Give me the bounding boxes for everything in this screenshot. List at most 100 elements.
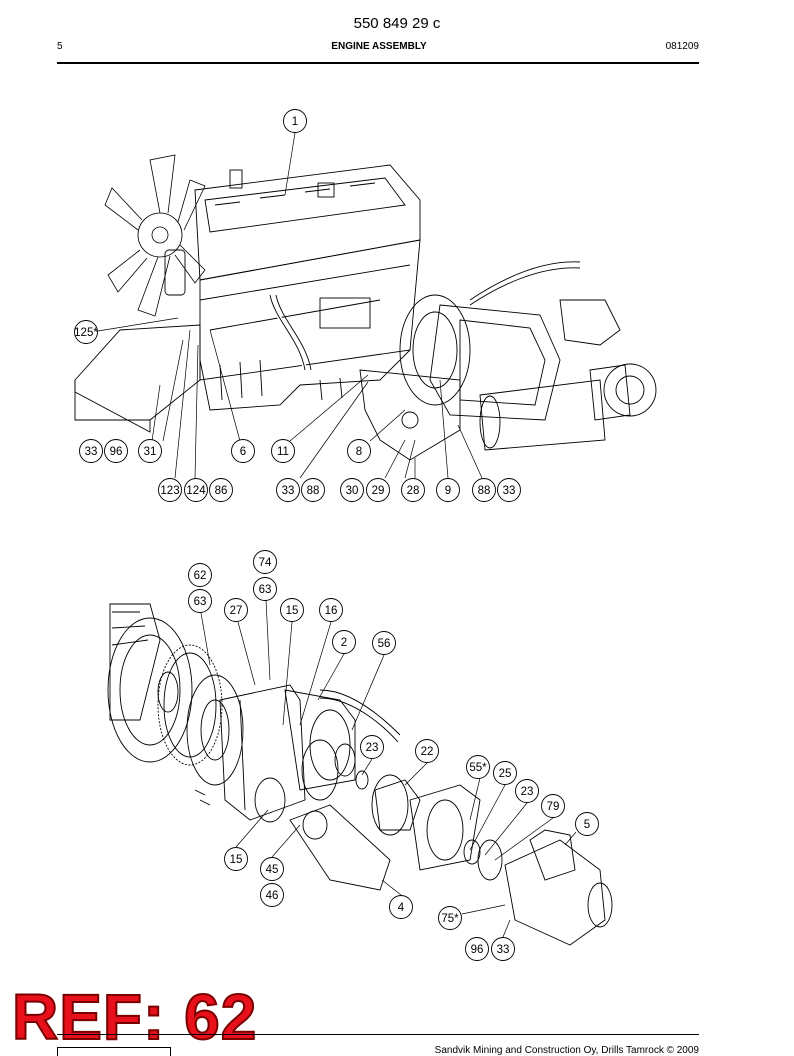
svg-text:15: 15: [286, 605, 299, 617]
document-number: 550 849 29 c: [353, 15, 441, 32]
svg-text:74: 74: [259, 557, 272, 569]
callout-31: 31: [138, 439, 162, 463]
callout-15-b: 15: [224, 847, 248, 871]
fan: [104, 154, 206, 317]
top-leader-lines: [97, 132, 483, 479]
callout-56: 56: [372, 631, 396, 655]
engine-illustration: [74, 154, 657, 461]
svg-text:27: 27: [230, 605, 243, 617]
svg-text:86: 86: [215, 485, 228, 497]
callout-28: 28: [401, 478, 425, 502]
page-title: ENGINE ASSEMBLY: [331, 41, 427, 52]
svg-text:88: 88: [478, 485, 491, 497]
callout-23-b: 23: [515, 779, 539, 803]
svg-text:33: 33: [503, 485, 516, 497]
callout-124: 124: [184, 478, 208, 502]
callout-9: 9: [436, 478, 460, 502]
callout-15-a: 15: [280, 598, 304, 622]
brand-logo: [57, 1047, 171, 1056]
svg-text:46: 46: [266, 890, 279, 902]
callout-88-b: 88: [472, 478, 496, 502]
svg-text:31: 31: [144, 446, 157, 458]
callout-8: 8: [347, 439, 371, 463]
callout-88-a: 88: [301, 478, 325, 502]
svg-text:23: 23: [521, 786, 534, 798]
callout-22: 22: [415, 739, 439, 763]
svg-text:2: 2: [341, 637, 347, 649]
svg-text:125*: 125*: [74, 327, 98, 339]
page-number: 5: [57, 41, 63, 52]
svg-text:123: 123: [160, 485, 179, 497]
svg-text:88: 88: [307, 485, 320, 497]
callout-25: 25: [493, 761, 517, 785]
callout-74: 74: [253, 550, 277, 574]
bottom-callouts: 74 62 63 63 27 15 16 2 56 23 22 55* 25 2…: [188, 550, 599, 961]
callout-16: 16: [319, 598, 343, 622]
svg-text:96: 96: [471, 944, 484, 956]
header-divider: [57, 62, 699, 64]
callout-96: 96: [104, 439, 128, 463]
svg-text:33: 33: [282, 485, 295, 497]
svg-text:30: 30: [346, 485, 359, 497]
callout-33-c: 33: [497, 478, 521, 502]
callout-86: 86: [209, 478, 233, 502]
callout-96-b: 96: [465, 937, 489, 961]
callout-33-a: 33: [79, 439, 103, 463]
callout-33-d: 33: [491, 937, 515, 961]
svg-text:6: 6: [240, 446, 246, 458]
callout-4: 4: [389, 895, 413, 919]
callout-62: 62: [188, 563, 212, 587]
callout-63-a: 63: [253, 577, 277, 601]
reference-stamp: REF: 62: [11, 981, 258, 1053]
exploded-illustration: [107, 603, 613, 946]
svg-text:124: 124: [186, 485, 206, 497]
svg-text:33: 33: [497, 944, 510, 956]
svg-text:33: 33: [85, 446, 98, 458]
svg-text:56: 56: [378, 638, 391, 650]
svg-text:63: 63: [259, 584, 272, 596]
top-callouts: 1 125* 33 96 31 6 11 8 123 124 86 33 88 …: [74, 109, 521, 502]
svg-text:29: 29: [372, 485, 385, 497]
svg-text:55*: 55*: [469, 762, 487, 774]
callout-1: 1: [283, 109, 307, 133]
callout-63-b: 63: [188, 589, 212, 613]
date-code: 081209: [665, 41, 699, 52]
svg-text:5: 5: [584, 819, 590, 831]
svg-text:1: 1: [292, 116, 298, 128]
svg-text:11: 11: [277, 446, 289, 458]
callout-23-a: 23: [360, 735, 384, 759]
callout-6: 6: [231, 439, 255, 463]
callout-79: 79: [541, 794, 565, 818]
callout-33-b: 33: [276, 478, 300, 502]
svg-text:15: 15: [230, 854, 243, 866]
callout-30: 30: [340, 478, 364, 502]
svg-text:4: 4: [398, 902, 405, 914]
svg-text:8: 8: [356, 446, 362, 458]
callout-75: 75*: [438, 906, 462, 930]
callout-5: 5: [575, 812, 599, 836]
svg-text:96: 96: [110, 446, 123, 458]
svg-text:63: 63: [194, 596, 207, 608]
callout-55: 55*: [466, 755, 490, 779]
footer-divider: [57, 1034, 699, 1035]
callout-11: 11: [271, 439, 295, 463]
svg-text:16: 16: [325, 605, 338, 617]
svg-text:25: 25: [499, 768, 512, 780]
callout-45: 45: [260, 857, 284, 881]
callout-123: 123: [158, 478, 182, 502]
svg-text:28: 28: [407, 485, 420, 497]
svg-text:9: 9: [445, 485, 451, 497]
svg-text:79: 79: [547, 801, 560, 813]
callout-125: 125*: [74, 320, 98, 344]
callout-2: 2: [332, 630, 356, 654]
callout-27: 27: [224, 598, 248, 622]
svg-text:45: 45: [266, 864, 279, 876]
svg-text:62: 62: [194, 570, 207, 582]
callout-46: 46: [260, 883, 284, 907]
callout-29: 29: [366, 478, 390, 502]
svg-text:75*: 75*: [441, 913, 459, 925]
svg-text:23: 23: [366, 742, 379, 754]
footer-copyright: Sandvik Mining and Construction Oy, Dril…: [434, 1045, 699, 1056]
svg-text:22: 22: [421, 746, 434, 758]
